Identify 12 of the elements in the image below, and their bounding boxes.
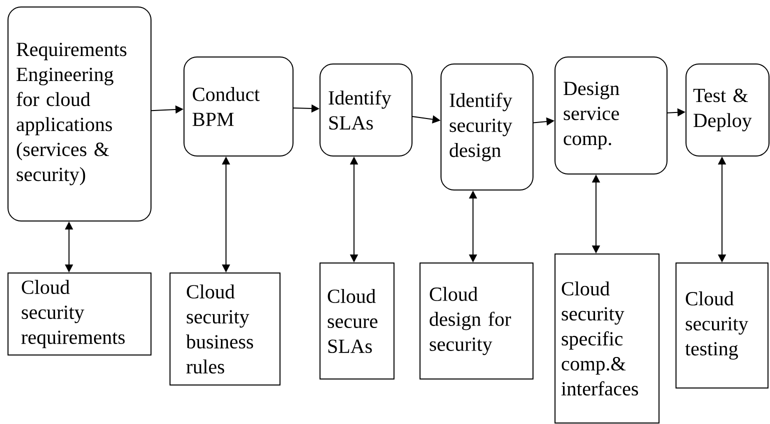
artifact-box: Cloud security business rules — [170, 272, 280, 386]
artifact-box: Cloud security specific comp.& interfaces — [554, 254, 660, 424]
process-box: Test & Deploy — [686, 64, 770, 156]
process-box: Design service comp. — [554, 56, 668, 174]
process-box: Identify security design — [440, 64, 534, 190]
artifact-box: Cloud security requirements — [8, 272, 152, 356]
process-box: Conduct BPM — [184, 56, 294, 156]
artifact-box: Cloud design for security — [420, 262, 534, 380]
artifact-box: Cloud secure SLAs — [320, 262, 394, 380]
artifact-box: Cloud security testing — [676, 262, 768, 388]
process-box: Requirements Engineering for cloud applications (services & security) — [8, 6, 152, 222]
process-box: Identify SLAs — [320, 64, 412, 156]
